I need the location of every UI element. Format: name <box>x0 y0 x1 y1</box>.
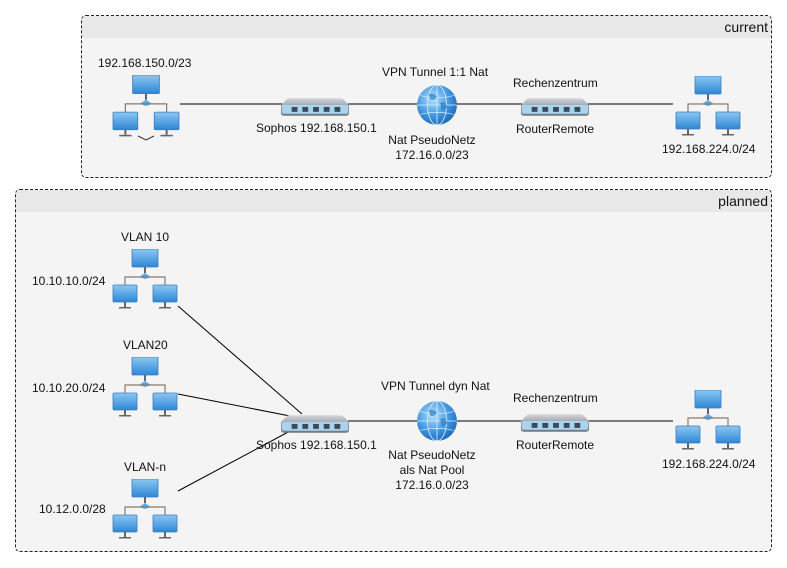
firewall-label: Sophos 192.168.150.1 <box>256 438 377 452</box>
vlan-network-icon[interactable] <box>110 357 180 421</box>
vlan-subnet-label: 10.10.10.0/24 <box>32 274 106 288</box>
firewall-switch-icon[interactable] <box>280 412 350 434</box>
vlan-network-icon[interactable] <box>110 249 180 313</box>
remote-network-icon[interactable] <box>673 390 743 454</box>
remote-lan-label: 192.168.224.0/24 <box>662 457 756 471</box>
cloud-label: Nat PseudoNetz als Nat Pool 172.16.0.0/2… <box>387 448 477 493</box>
link-vlan20-firewall <box>177 393 291 417</box>
firewall-switch-icon[interactable] <box>280 95 350 117</box>
cloud-label: Nat PseudoNetz 172.16.0.0/23 <box>387 133 477 163</box>
globe-icon[interactable] <box>416 400 458 442</box>
vlan-subnet-label: 10.12.0.0/28 <box>39 502 106 516</box>
tunnel-label: VPN Tunnel 1:1 Nat <box>382 65 489 79</box>
vlan-network-icon[interactable] <box>110 479 180 543</box>
router-bottom-label: RouterRemote <box>516 122 595 136</box>
group-header <box>82 16 771 38</box>
network-icon[interactable] <box>111 75 181 141</box>
vlan-name-label: VLAN 10 <box>121 230 170 244</box>
link-vlann-firewall <box>177 429 293 492</box>
cloud-label-line: 172.16.0.0/23 <box>395 148 469 162</box>
router-top-label: Rechenzentrum <box>513 76 598 90</box>
router-top-label: Rechenzentrum <box>513 391 598 405</box>
remote-network-icon[interactable] <box>673 76 743 140</box>
lan-label: 192.168.150.0/23 <box>98 56 192 70</box>
group-current: current <box>81 15 772 178</box>
vlan-name-label: VLAN-n <box>124 460 167 474</box>
link-vlan10-firewall <box>177 305 303 415</box>
cloud-label-line: als Nat Pool <box>399 463 465 477</box>
router-bottom-label: RouterRemote <box>516 438 595 452</box>
router-switch-icon[interactable] <box>520 95 590 117</box>
group-header <box>16 190 771 212</box>
cloud-label-line: 172.16.0.0/23 <box>395 478 469 492</box>
vlan-name-label: VLAN20 <box>123 338 168 352</box>
selection-bracket-icon <box>137 135 155 141</box>
tunnel-label: VPN Tunnel dyn Nat <box>381 379 490 393</box>
firewall-label: Sophos 192.168.150.1 <box>256 121 377 135</box>
globe-icon[interactable] <box>416 84 458 126</box>
cloud-label-line: Nat PseudoNetz <box>388 133 476 147</box>
remote-lan-label: 192.168.224.0/24 <box>662 142 756 156</box>
group-title: current <box>724 19 768 35</box>
vlan-subnet-label: 10.10.20.0/24 <box>32 381 106 395</box>
cloud-label-line: Nat PseudoNetz <box>388 448 476 462</box>
group-title: planned <box>718 193 768 209</box>
router-switch-icon[interactable] <box>520 411 590 433</box>
